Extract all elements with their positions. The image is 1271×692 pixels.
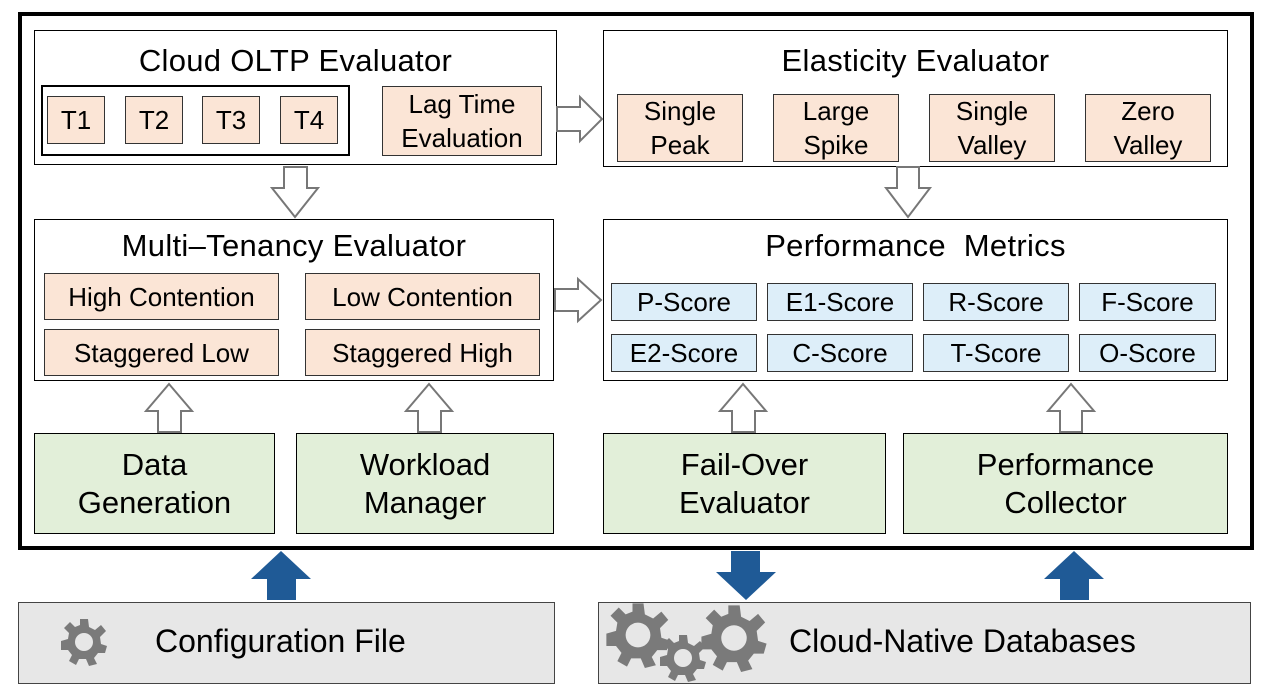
performance-metrics-title: Performance Metrics (765, 228, 1066, 263)
blue-arrow-databases-up (1044, 551, 1104, 600)
configuration-file-label: Configuration File (155, 623, 406, 659)
gear-icon-medium (701, 605, 767, 672)
elasticity-single-peak: Single Peak (617, 94, 743, 162)
task-t3: T3 (202, 96, 260, 144)
module-performance-collector: Performance Collector (903, 433, 1228, 534)
elasticity-large-spike: Large Spike (773, 94, 899, 162)
elasticity-single-valley: Single Valley (929, 94, 1055, 162)
gear-icon-large (606, 603, 670, 668)
score-p: P-Score (611, 283, 757, 321)
score-c: C-Score (767, 334, 913, 372)
score-o: O-Score (1079, 334, 1216, 372)
tenancy-staggered-high: Staggered High (305, 329, 540, 376)
cloud-native-databases-label: Cloud-Native Databases (789, 623, 1136, 659)
multi-tenancy-title: Multi–Tenancy Evaluator (121, 228, 467, 263)
gear-shape (606, 603, 670, 668)
gear-shape (660, 635, 706, 682)
gear-shape (61, 619, 107, 666)
module-data-generation: Data Generation (34, 433, 275, 534)
cloud-oltp-title: Cloud OLTP Evaluator (138, 43, 453, 78)
gear-icon (61, 619, 107, 666)
tenancy-staggered-low: Staggered Low (44, 329, 279, 376)
blue-arrow-databases-down (716, 551, 776, 600)
task-t2: T2 (125, 96, 183, 144)
score-f: F-Score (1079, 283, 1216, 321)
task-t4: T4 (280, 96, 338, 144)
elasticity-zero-valley: Zero Valley (1085, 94, 1211, 162)
module-fail-over-evaluator: Fail-Over Evaluator (603, 433, 886, 534)
gear-icon-small (660, 635, 706, 682)
task-t1: T1 (47, 96, 105, 144)
lag-time-evaluation: Lag Time Evaluation (382, 86, 542, 156)
blue-arrow-config-up (251, 551, 311, 600)
score-r: R-Score (923, 283, 1069, 321)
score-e1: E1-Score (767, 283, 913, 321)
tenancy-low-contention: Low Contention (305, 273, 540, 320)
tenancy-high-contention: High Contention (44, 273, 279, 320)
elasticity-title: Elasticity Evaluator (781, 43, 1050, 78)
score-e2: E2-Score (611, 334, 757, 372)
module-workload-manager: Workload Manager (296, 433, 554, 534)
score-t: T-Score (923, 334, 1069, 372)
gear-shape (701, 605, 767, 672)
configuration-file-box (18, 602, 555, 684)
